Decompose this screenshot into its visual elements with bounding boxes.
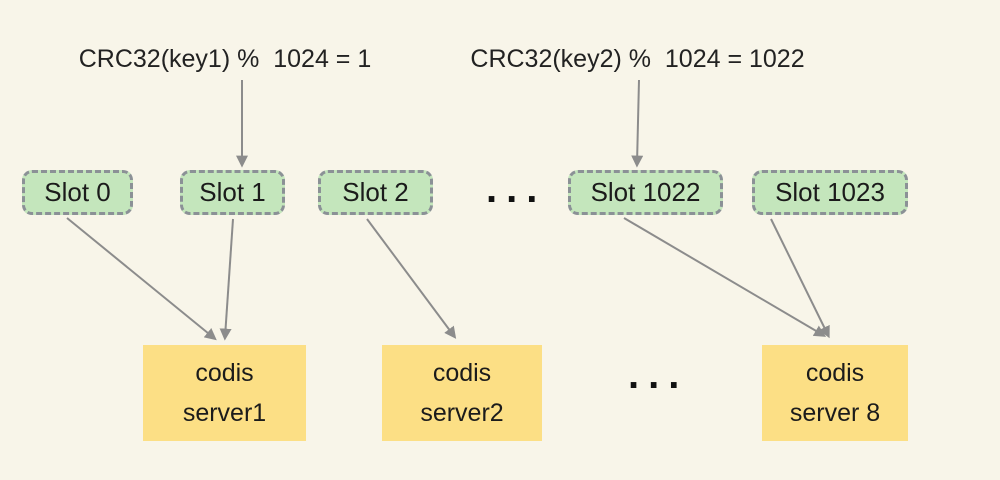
crc32-key1-label: CRC32(key1) % 1024 = 1 <box>78 45 372 73</box>
server-8-line1: codis <box>805 359 865 387</box>
codis-server-1-box: codis server1 <box>143 345 306 441</box>
arrow-slot1022-to-server8 <box>623 217 827 337</box>
arrow-slot1-to-server1 <box>219 218 234 341</box>
server-1-line1: codis <box>195 359 254 387</box>
servers-ellipsis: ... <box>628 353 689 397</box>
codis-server-2-box: codis server2 <box>382 345 542 441</box>
slots-ellipsis: ... <box>486 167 547 211</box>
server-8-line2: server 8 <box>789 399 881 427</box>
slot-1023-box: Slot 1023 <box>752 170 908 215</box>
slot-1022-box: Slot 1022 <box>568 170 723 215</box>
server-2-line2: server2 <box>420 399 504 427</box>
arrow-crc2-to-slot1022 <box>631 79 644 168</box>
arrow-slot0-to-server1 <box>66 217 217 341</box>
slot-2-box: Slot 2 <box>318 170 433 215</box>
slot-0-box: Slot 0 <box>22 170 133 215</box>
crc32-key2-label: CRC32(key2) % 1024 = 1022 <box>470 45 805 73</box>
server-1-line2: server1 <box>182 399 267 427</box>
codis-server-8-box: codis server 8 <box>762 345 908 441</box>
arrow-slot2-to-server2 <box>366 218 457 339</box>
server-2-line1: codis <box>432 359 492 387</box>
slot-1-box: Slot 1 <box>180 170 285 215</box>
arrow-slot1023-to-server8 <box>770 218 830 339</box>
